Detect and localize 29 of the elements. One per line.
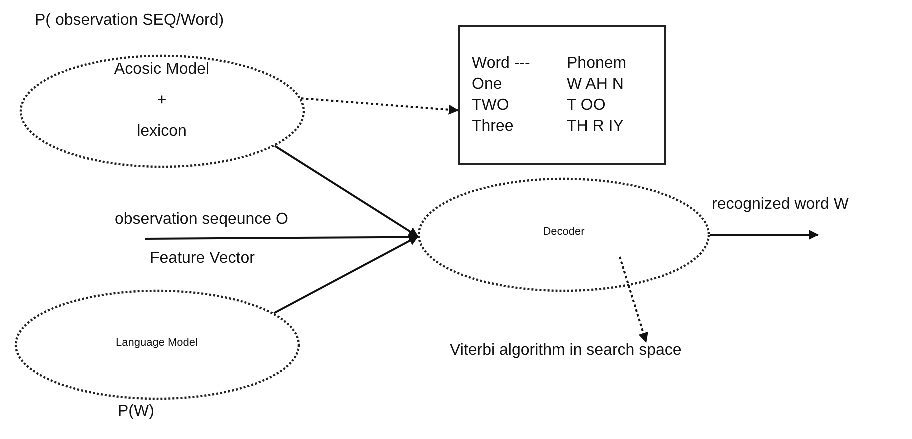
dotted-ellipse	[20, 55, 305, 168]
table-text: W AH N	[567, 74, 625, 94]
arrow	[274, 236, 419, 314]
formula-label: P(W)	[118, 403, 154, 422]
node-label: Decoder	[543, 226, 585, 239]
formula-label: P( observation SEQ/Word)	[35, 12, 224, 30]
table-text: T OO	[567, 96, 607, 116]
arrow	[619, 256, 648, 343]
dotted-ellipse	[15, 290, 300, 400]
node-label: Viterbi algorithm in search space	[450, 342, 682, 360]
arrow	[710, 230, 819, 240]
arrow	[274, 145, 419, 238]
table-text: One	[472, 74, 504, 94]
node-label: +	[157, 92, 167, 110]
node-label: lexicon	[137, 123, 187, 142]
table-text: TWO	[472, 96, 510, 116]
table-text: Word ---	[472, 54, 532, 73]
table-box	[458, 25, 666, 165]
table-text: Three	[472, 117, 515, 136]
table-text: Phonem	[567, 54, 628, 73]
arrow	[301, 98, 459, 115]
table-text: TH R IY	[567, 117, 625, 136]
node-label: Acosic Model	[114, 61, 210, 80]
edge-label: observation seqeunce O	[115, 211, 288, 230]
node-label: Language Model	[116, 337, 198, 350]
dotted-ellipse	[418, 178, 710, 292]
arrow	[145, 232, 420, 242]
edge-label: recognized word W	[712, 196, 849, 214]
annotation-label: Feature Vector	[150, 250, 255, 268]
